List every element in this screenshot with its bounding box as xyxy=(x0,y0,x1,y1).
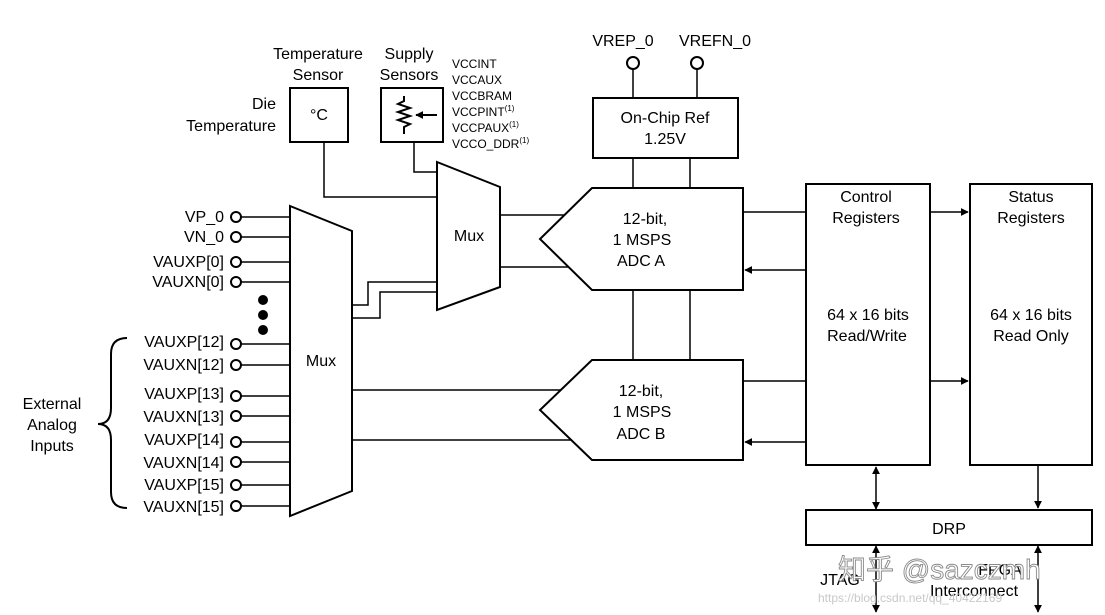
jtag-label: JTAG xyxy=(820,572,860,589)
pin-vauxp-15: VAUXP[15] xyxy=(144,477,290,494)
on-chip-ref-label: On-Chip Ref xyxy=(621,110,710,127)
adc-a-block xyxy=(538,187,744,291)
supply-mux xyxy=(436,160,501,312)
svg-text:VAUXN[15]: VAUXN[15] xyxy=(143,499,224,516)
adc-b-name: ADC B xyxy=(617,426,666,443)
pin-vauxn-15: VAUXN[15] xyxy=(143,499,290,516)
pin-vauxn-13: VAUXN[13] xyxy=(143,409,290,426)
control-registers-access: Read/Write xyxy=(827,328,907,345)
main-mux-label: Mux xyxy=(306,353,336,370)
main-mux xyxy=(289,204,353,518)
supply-rail-vccaux: VCCAUX xyxy=(452,73,502,87)
external-inputs-label-line3: Inputs xyxy=(30,438,74,455)
pin-vauxn-12: VAUXN[12] xyxy=(143,357,290,374)
pin-vauxp-0: VAUXP[0] xyxy=(153,254,290,271)
supply-rail-vccpint: VCCPINT(1) xyxy=(452,104,515,119)
svg-text:VAUXN[13]: VAUXN[13] xyxy=(143,409,224,426)
supply-sensors-label-line1: Supply xyxy=(385,46,434,63)
temperature-sensor-box xyxy=(289,87,349,143)
adc-a-name: ADC A xyxy=(617,253,665,270)
external-inputs-label-line2: Analog xyxy=(27,417,77,434)
signal-wires xyxy=(323,142,1042,613)
adc-b-block xyxy=(538,359,744,461)
supply-rail-vccint: VCCINT xyxy=(452,57,497,71)
pin-vn-0: VN_0 xyxy=(184,229,290,246)
analog-input-pins: VP_0 VN_0 VAUXP[0] VAUXN[0] VAUXP[12] VA… xyxy=(143,209,290,516)
pin-vp-0: VP_0 xyxy=(185,209,290,226)
temperature-sensor-symbol: °C xyxy=(310,107,328,124)
adc-b-resolution: 12-bit, xyxy=(619,383,663,400)
vrefn-pin xyxy=(690,56,704,70)
drp-label: DRP xyxy=(932,521,966,538)
watermark-url: https://blog.csdn.net/qq_40422169 xyxy=(818,591,1002,605)
supply-sensors-label-line2: Sensors xyxy=(380,67,439,84)
supply-rail-vcco-ddr: VCCO_DDR(1) xyxy=(452,136,529,151)
on-chip-ref-box xyxy=(592,97,739,159)
variable-resistor-icon xyxy=(394,96,437,134)
pin-vauxn-14: VAUXN[14] xyxy=(143,455,290,472)
pin-vauxp-13: VAUXP[13] xyxy=(144,386,290,403)
adc-a-resolution: 12-bit, xyxy=(623,211,667,228)
ellipsis-dots-icon xyxy=(258,295,268,335)
on-chip-ref-voltage: 1.25V xyxy=(644,131,686,148)
supply-rail-vccpaux: VCCPAUX(1) xyxy=(452,120,519,135)
control-registers-box xyxy=(805,183,931,466)
status-registers-access: Read Only xyxy=(993,328,1069,345)
svg-text:VAUXP[13]: VAUXP[13] xyxy=(144,386,224,403)
vrefn-pin-label: VREFN_0 xyxy=(679,33,751,50)
svg-text:VAUXP[0]: VAUXP[0] xyxy=(153,254,224,271)
fpga-interconnect-label-line1: FPGA xyxy=(978,562,1022,579)
vrep-pin-label: VREP_0 xyxy=(592,33,653,50)
temperature-sensor-label-line1: Temperature xyxy=(273,46,363,63)
supply-rail-list: VCCINT VCCAUX VCCBRAM VCCPINT(1) VCCPAUX… xyxy=(452,57,529,151)
vrep-pin xyxy=(626,56,640,70)
svg-text:VAUXP[15]: VAUXP[15] xyxy=(144,477,224,494)
status-registers-title-line1: Status xyxy=(1008,189,1053,206)
drp-box xyxy=(805,509,1093,546)
status-registers-size: 64 x 16 bits xyxy=(990,307,1072,324)
control-registers-size: 64 x 16 bits xyxy=(827,307,909,324)
control-registers-title-line1: Control xyxy=(840,189,892,206)
pin-vauxp-12: VAUXP[12] xyxy=(144,334,290,351)
die-temperature-label-line2: Temperature xyxy=(186,118,276,135)
svg-text:VAUXN[14]: VAUXN[14] xyxy=(143,455,224,472)
svg-text:VAUXP[12]: VAUXP[12] xyxy=(144,334,224,351)
external-inputs-brace xyxy=(97,337,128,509)
temperature-sensor-label-line2: Sensor xyxy=(293,67,344,84)
die-temperature-label-line1: Die xyxy=(252,96,276,113)
pin-vauxn-0: VAUXN[0] xyxy=(152,274,290,291)
svg-text:VP_0: VP_0 xyxy=(185,209,224,226)
svg-text:VAUXN[0]: VAUXN[0] xyxy=(152,274,224,291)
svg-text:VAUXP[14]: VAUXP[14] xyxy=(144,432,224,449)
svg-text:VAUXN[12]: VAUXN[12] xyxy=(143,357,224,374)
watermark-text: 知乎 @sazczmh xyxy=(838,554,1041,585)
supply-mux-label: Mux xyxy=(454,228,484,245)
status-registers-box xyxy=(969,183,1093,466)
status-registers-title-line2: Registers xyxy=(997,210,1065,227)
svg-text:VN_0: VN_0 xyxy=(184,229,224,246)
adc-b-rate: 1 MSPS xyxy=(613,404,672,421)
fpga-interconnect-label-line2: Interconnect xyxy=(930,583,1019,600)
pin-vauxp-14: VAUXP[14] xyxy=(144,432,290,449)
control-registers-title-line2: Registers xyxy=(832,210,900,227)
supply-rail-vccbram: VCCBRAM xyxy=(452,89,512,103)
adc-a-rate: 1 MSPS xyxy=(613,232,672,249)
external-inputs-label-line1: External xyxy=(23,396,82,413)
